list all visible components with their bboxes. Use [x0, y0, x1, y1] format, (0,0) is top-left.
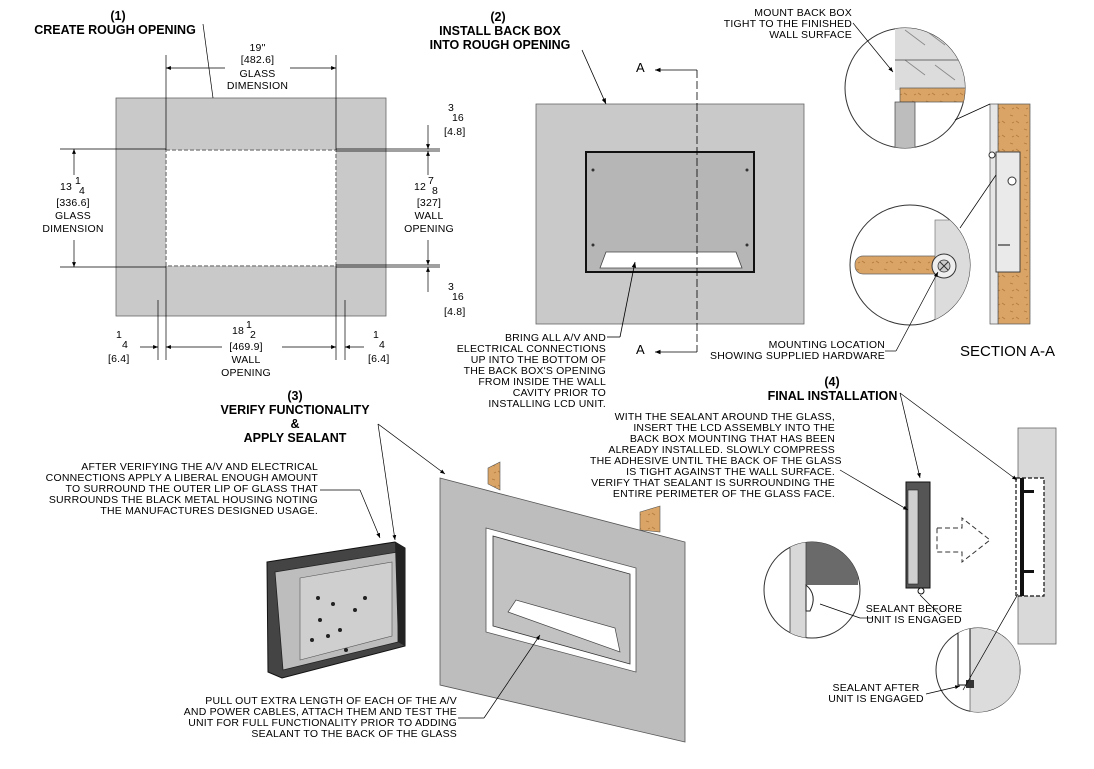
left-dim-whole: 13	[60, 181, 73, 193]
top-dim-label2: DIMENSION	[226, 80, 289, 92]
step2-note-4: FROM INSIDE THE WALL	[478, 376, 606, 388]
right-dim-whole: 12	[414, 181, 427, 193]
step2-note-3: THE BACK BOX'S OPENING	[463, 365, 606, 377]
step3-note-top-3: SURROUNDS THE BLACK METAL HOUSING NOTING	[48, 494, 318, 506]
step4-drawing	[763, 392, 1057, 713]
step4-note-4: THE ADHESIVE UNTIL THE BACK OF THE GLASS	[590, 455, 842, 467]
step2-drawing	[535, 49, 805, 355]
step3-note-bottom-2: UNIT FOR FULL FUNCTIONALITY PRIOR TO ADD…	[188, 717, 457, 729]
sealant-after-1: UNIT IS ENGAGED	[828, 693, 924, 705]
sealant-after-0: SEALANT AFTER	[832, 682, 920, 694]
right-dim-num: 7	[428, 175, 434, 187]
mount-note-1: TIGHT TO THE FINISHED	[723, 18, 852, 30]
step3-note-top-4: THE MANUFACTURES DESIGNED USAGE.	[100, 505, 318, 517]
right-gap-den: 4	[379, 339, 385, 351]
left-dim-mm: [336.6]	[56, 197, 90, 209]
step4-note-0: WITH THE SEALANT AROUND THE GLASS,	[614, 411, 835, 423]
left-gap-mm: [6.4]	[108, 353, 130, 365]
step2-title-line2: INTO ROUGH OPENING	[429, 38, 571, 52]
step4-number: (4)	[824, 375, 840, 389]
step3-number: (3)	[287, 389, 303, 403]
section-aa-drawing	[844, 22, 1031, 352]
section-marker-top: A	[636, 60, 645, 75]
step4-note-6: VERIFY THAT SEALANT IS SURROUNDING THE	[591, 477, 835, 489]
bottom-gap-num: 3	[448, 281, 454, 293]
left-dim-label2: DIMENSION	[42, 223, 104, 235]
right-dim-den: 8	[432, 185, 438, 197]
left-gap-num: 1	[116, 329, 122, 341]
bottom-dim-whole: 18	[232, 325, 245, 337]
top-gap-den: 16	[452, 112, 464, 124]
right-gap-mm: [6.4]	[368, 353, 390, 365]
sealant-before-0: SEALANT BEFORE	[865, 603, 963, 615]
step2-note-2: UP INTO THE BOTTOM OF	[470, 354, 606, 366]
step3-title-line1: VERIFY FUNCTIONALITY	[220, 403, 370, 417]
step4-title: FINAL INSTALLATION	[767, 389, 898, 403]
top-gap-mm: [4.8]	[444, 126, 466, 138]
step2-title-line1: INSTALL BACK BOX	[439, 24, 561, 38]
right-gap-num: 1	[373, 329, 379, 341]
step4-note-5: IS TIGHT AGAINST THE WALL SURFACE.	[626, 466, 835, 478]
step2-note-0: BRING ALL A/V AND	[504, 332, 606, 344]
step2-note-5: CAVITY PRIOR TO	[512, 387, 606, 399]
mount-note-0: MOUNT BACK BOX	[754, 7, 852, 19]
mount-note-2: WALL SURFACE	[769, 29, 852, 41]
step2-note-6: INSTALLING LCD UNIT.	[488, 398, 606, 410]
step3-note-bottom-1: AND POWER CABLES, ATTACH THEM AND TEST T…	[183, 706, 457, 718]
step1-title: CREATE ROUGH OPENING	[34, 23, 196, 37]
right-dim-label2: OPENING	[404, 223, 454, 235]
section-marker-bottom: A	[636, 342, 645, 357]
mounting-note-0: MOUNTING LOCATION	[768, 339, 885, 351]
step3-title-line2: &	[290, 417, 300, 431]
top-dim-label1: GLASS	[239, 68, 276, 80]
step3-note-top-2: TO SURROUND THE OUTER LIP OF GLASS THAT	[65, 483, 318, 495]
top-dim-mm: [482.6]	[240, 54, 275, 66]
step3-note-bottom-3: SEALANT TO THE BACK OF THE GLASS	[251, 728, 457, 740]
mounting-note-1: SHOWING SUPPLIED HARDWARE	[710, 350, 885, 362]
step3-drawing	[266, 423, 686, 743]
left-dim-num: 1	[75, 175, 81, 187]
step4-note-2: BACK BOX MOUNTING THAT HAS BEEN	[629, 433, 835, 445]
step4-note-1: INSERT THE LCD ASSEMBLY INTO THE	[633, 422, 835, 434]
step4-note-7: ENTIRE PERIMETER OF THE GLASS FACE.	[612, 488, 835, 500]
rough-opening	[165, 149, 337, 267]
step1-drawing	[60, 23, 440, 360]
step3-note-bottom-0: PULL OUT EXTRA LENGTH OF EACH OF THE A/V	[205, 695, 457, 707]
top-dim-whole: 19"	[249, 42, 266, 54]
step3-note-top-0: AFTER VERIFYING THE A/V AND ELECTRICAL	[81, 461, 318, 473]
step3-note-top-1: CONNECTIONS APPLY A LIBERAL ENOUGH AMOUN…	[45, 472, 318, 484]
bottom-dim-mm: [469.9]	[229, 341, 263, 353]
bottom-dim-label2: OPENING	[221, 367, 271, 379]
step2-note-1: ELECTRICAL CONNECTIONS	[456, 343, 606, 355]
section-label: SECTION A-A	[960, 343, 1056, 360]
bottom-dim-den: 2	[250, 329, 256, 341]
left-dim-label1: GLASS	[54, 210, 92, 222]
right-dim-mm: [327]	[416, 197, 442, 209]
bottom-dim-num: 1	[246, 319, 252, 331]
sealant-before-1: UNIT IS ENGAGED	[866, 614, 962, 626]
bottom-gap-den: 16	[452, 291, 464, 303]
step2-number: (2)	[490, 10, 506, 24]
top-gap-num: 3	[448, 102, 454, 114]
bottom-dim-label1: WALL	[231, 354, 261, 366]
step4-note-3: ALREADY INSTALLED. SLOWLY COMPRESS	[608, 444, 835, 456]
step3-title-line3: APPLY SEALANT	[243, 431, 347, 445]
left-gap-den: 4	[122, 339, 128, 351]
step1-number: (1)	[110, 9, 126, 23]
bottom-gap-mm: [4.8]	[444, 306, 466, 318]
right-dim-label1: WALL	[414, 210, 444, 222]
left-dim-den: 4	[79, 185, 85, 197]
